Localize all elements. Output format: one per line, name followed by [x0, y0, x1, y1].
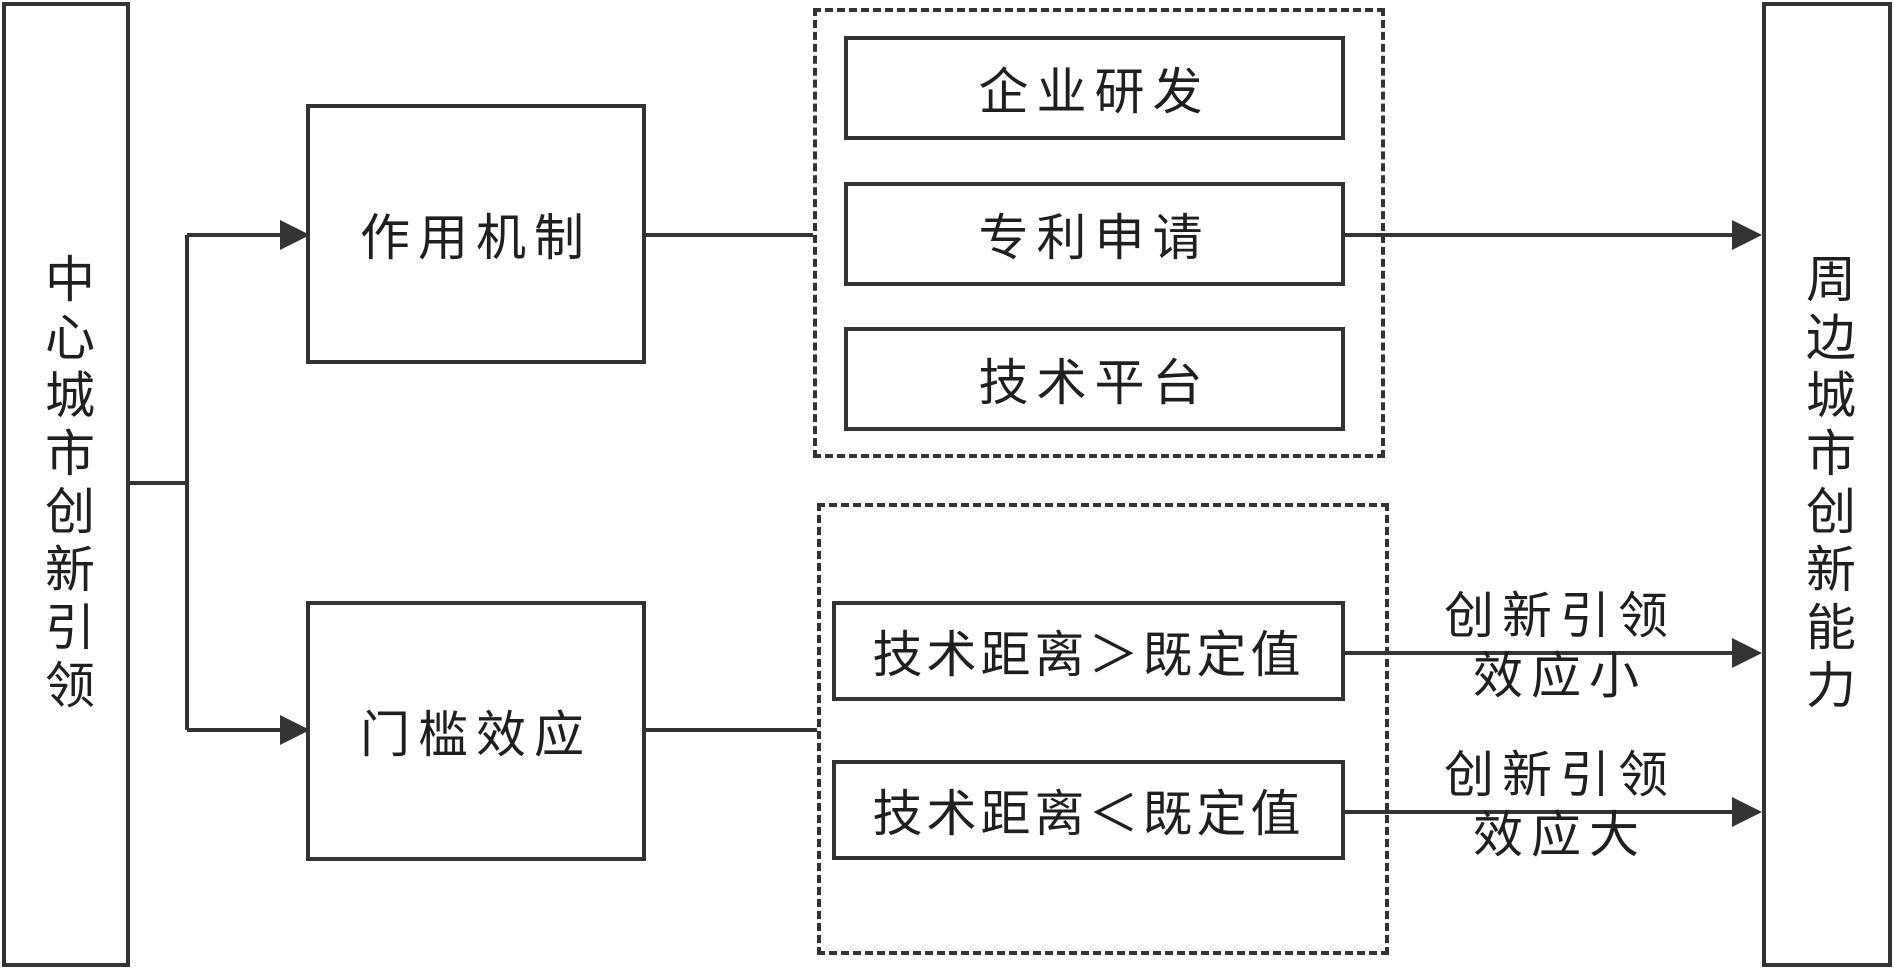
threshold-box: 门槛效应: [306, 601, 646, 861]
mechanism-item-label: 技术平台: [978, 354, 1211, 412]
condition-less-label: 技术距离＜既定值: [872, 785, 1305, 843]
target-box: 周边城市创新能力: [1762, 2, 1892, 967]
threshold-label: 门槛效应: [360, 706, 592, 764]
mechanism-item-label: 企业研发: [978, 63, 1211, 121]
effect-large-label: 创新引领 效应大: [1410, 745, 1710, 865]
condition-greater-label: 技术距离＞既定值: [872, 626, 1305, 684]
arrowhead-mechanism: [280, 220, 310, 250]
mechanism-label: 作用机制: [360, 209, 592, 267]
mechanism-item-patent: 专利申请: [844, 182, 1345, 286]
mechanism-box: 作用机制: [306, 104, 646, 364]
source-label: 中心城市创新引领: [37, 252, 95, 717]
condition-less-box: 技术距离＜既定值: [832, 760, 1345, 860]
effect-small-label: 创新引领 效应小: [1410, 586, 1710, 706]
mechanism-item-label: 专利申请: [978, 209, 1211, 267]
target-label: 周边城市创新能力: [1798, 252, 1856, 717]
effect-small-line1: 创新引领: [1444, 587, 1676, 645]
arrowhead-target-mid: [1732, 638, 1762, 668]
source-box: 中心城市创新引领: [2, 2, 130, 967]
arrowhead-target-top: [1732, 220, 1762, 250]
mechanism-item-platform: 技术平台: [844, 327, 1345, 431]
mechanism-item-rd: 企业研发: [844, 36, 1345, 140]
effect-large-line1: 创新引领: [1444, 746, 1676, 804]
mechanism-items-group: [813, 8, 1385, 458]
condition-greater-box: 技术距离＞既定值: [832, 601, 1345, 701]
arrowhead-threshold: [280, 715, 310, 745]
effect-small-line2: 效应小: [1473, 647, 1647, 705]
threshold-items-group: [817, 503, 1389, 955]
effect-large-line2: 效应大: [1473, 806, 1647, 864]
arrowhead-target-bottom: [1732, 797, 1762, 827]
